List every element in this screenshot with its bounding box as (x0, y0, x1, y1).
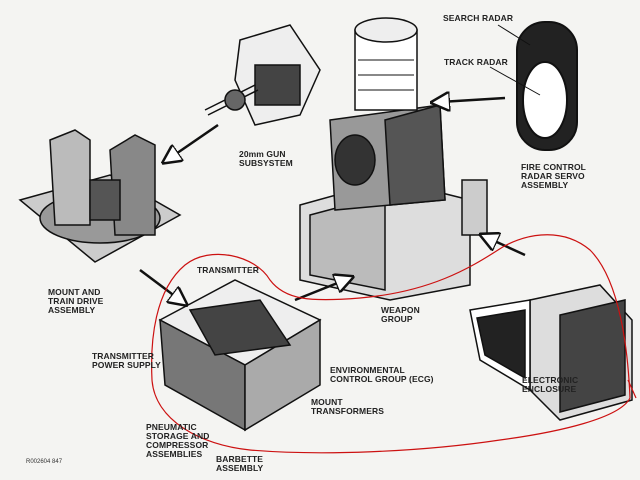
red-annotation-tail (627, 379, 637, 399)
arrow-barbette-to-weapon (294, 280, 345, 302)
arrow-mount-to-barbette (139, 269, 180, 300)
arrow-radar-to-weapon (440, 98, 506, 102)
label-fire-control: FIRE CONTROL RADAR SERVO ASSEMBLY (521, 162, 586, 190)
electronic-enclosure-drawing (469, 284, 633, 421)
fire-control-radar-drawing (489, 21, 578, 151)
label-transmitter: TRANSMITTER (197, 265, 260, 275)
label-transmitter-power-supply: TRANSMITTER POWER SUPPLY (92, 351, 161, 370)
red-annotation-outline (151, 234, 631, 454)
arrow-enclosure-to-weapon (488, 238, 526, 257)
figure-code: R002604 847 (26, 459, 63, 465)
gun-subsystem-drawing (204, 24, 321, 126)
barbette-drawing (158, 279, 322, 432)
label-mount-transformers: MOUNT TRANSFORMERS (311, 397, 384, 416)
arrow-gun-to-mount (170, 123, 219, 158)
label-ecg: ENVIRONMENTAL CONTROL GROUP (ECG) (330, 365, 434, 384)
label-search-radar: SEARCH RADAR (443, 13, 514, 23)
label-barbette: BARBETTE ASSEMBLY (216, 454, 264, 473)
weapon-group-drawing (299, 17, 488, 301)
label-pneumatic: PNEUMATIC STORAGE AND COMPRESSOR ASSEMBL… (146, 422, 210, 459)
label-mount: MOUNT AND TRAIN DRIVE ASSEMBLY (48, 287, 104, 315)
label-electronic-enclosure: ELECTRONIC ENCLOSURE (522, 375, 579, 394)
label-track-radar: TRACK RADAR (444, 57, 508, 67)
label-gun-subsystem: 20mm GUN SUBSYSTEM (239, 149, 293, 168)
assembly-arrows (139, 98, 526, 302)
label-weapon-group: WEAPON GROUP (381, 305, 420, 324)
mount-train-drive-drawing (18, 129, 182, 263)
